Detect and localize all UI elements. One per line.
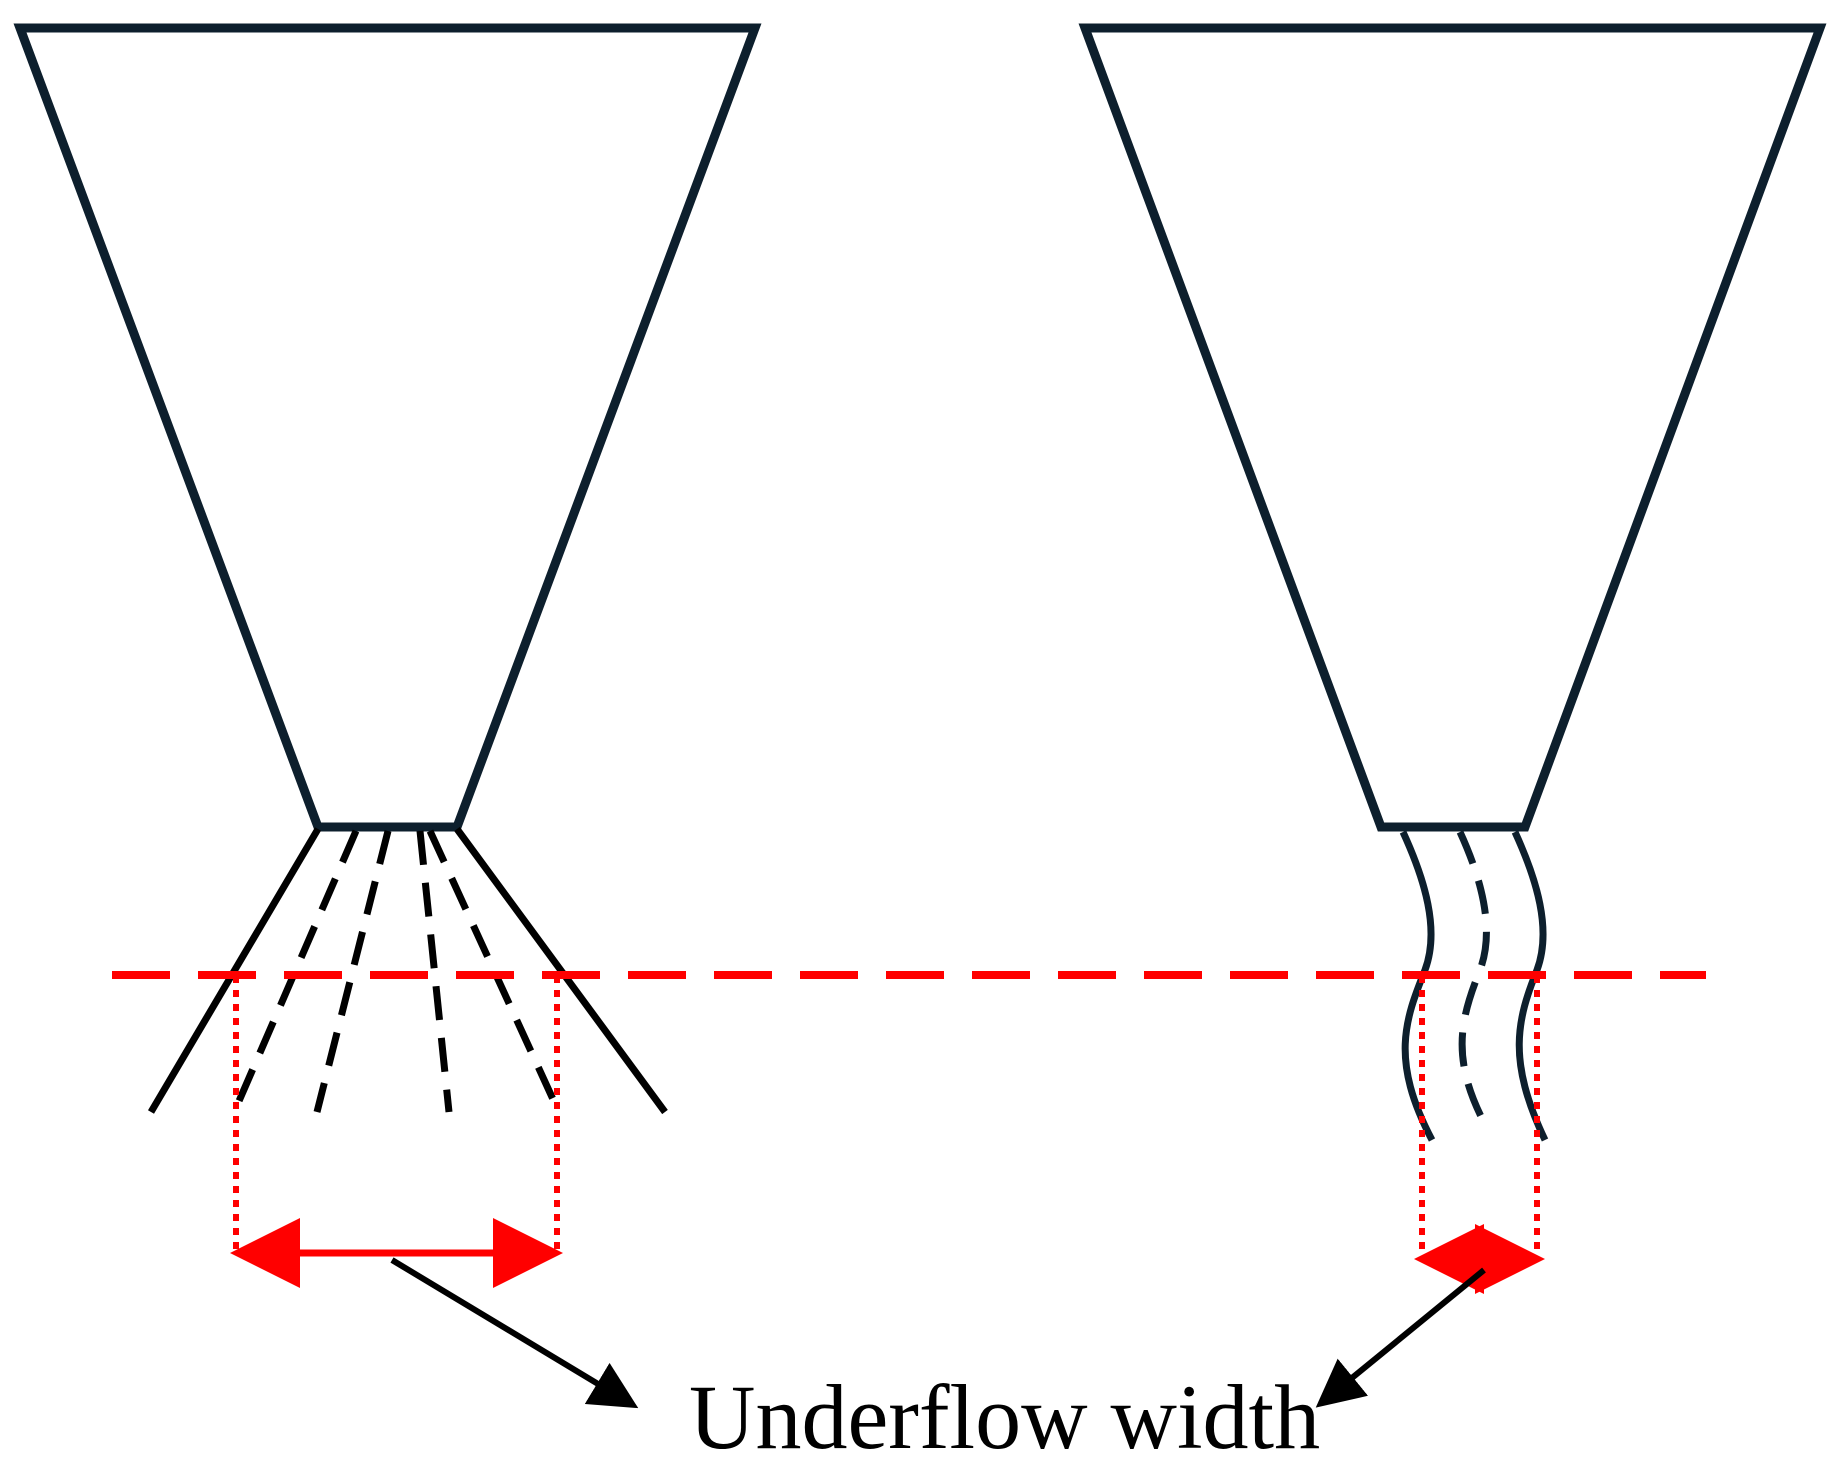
- right-stream-center-dashed: [1456, 830, 1491, 1130]
- left-spray-outer-right: [454, 826, 668, 1115]
- right-stream-right-edge: [1511, 830, 1549, 1142]
- left-spray-outer-left: [147, 827, 322, 1114]
- right-pointer-arrow: [1315, 1267, 1486, 1408]
- left-spray-dashed-3: [416, 830, 453, 1113]
- right-nozzle-group: [1078, 23, 1827, 1294]
- left-nozzle-group: [13, 23, 762, 1288]
- left-spray-dashed-2: [313, 830, 392, 1113]
- left-pointer-arrow: [390, 1257, 639, 1409]
- right-stream-left-edge: [1399, 830, 1436, 1142]
- right-nozzle-body: [1078, 23, 1827, 832]
- underflow-width-label: Underflow width: [689, 1366, 1320, 1460]
- left-spray-dashed-4: [426, 829, 561, 1110]
- left-nozzle-body: [13, 23, 762, 832]
